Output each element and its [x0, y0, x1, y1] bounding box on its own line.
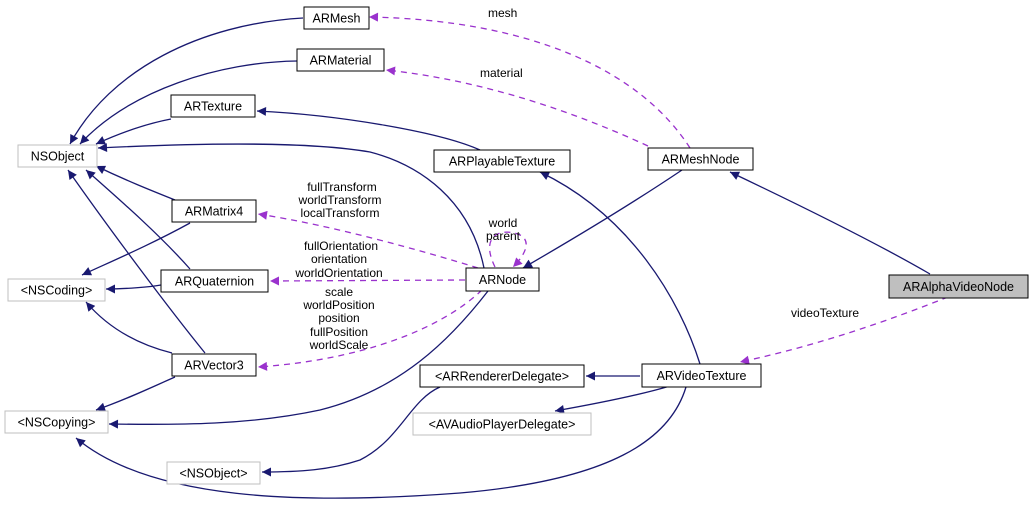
label-full-transform: fullTransform: [307, 180, 377, 194]
edge-arvideotexture-to-arplayabletexture: [539, 171, 701, 365]
node-armeshnode[interactable]: ARMeshNode: [647, 147, 754, 171]
usage-edges: [257, 12, 949, 371]
edge-arquaternion-to-nscoding: [105, 284, 162, 294]
edge-arnode-to-nsobject: [97, 143, 485, 269]
edge-arnode-orientation-arquaternion: [269, 276, 466, 286]
edge-arvideotexture-to-nscopying: [75, 386, 687, 499]
edge-arquaternion-to-nsobject: [85, 169, 191, 270]
edge-aralphavideonode-to-armeshnode: [729, 171, 931, 275]
label-world-transform: worldTransform: [298, 193, 382, 207]
inheritance-edges: [67, 17, 931, 499]
node-nscoding-label: <NSCoding>: [21, 284, 93, 298]
node-nscopying-label: <NSCopying>: [18, 416, 96, 430]
edge-armeshnode-material-armaterial: [385, 66, 649, 147]
node-arrendererdelegate-label: <ARRendererDelegate>: [435, 370, 569, 384]
edge-arnode-transform-armatrix4: [257, 210, 479, 269]
label-local-transform: localTransform: [301, 206, 380, 220]
edge-arplayabletexture-to-artexture: [256, 106, 481, 151]
node-arquaternion-label: ARQuaternion: [175, 275, 254, 289]
node-armaterial[interactable]: ARMaterial: [296, 48, 385, 72]
edge-armeshnode-to-arnode: [522, 169, 683, 269]
node-avaudioplayerdelegate[interactable]: <AVAudioPlayerDelegate>: [412, 412, 592, 436]
node-arvideotexture-label: ARVideoTexture: [657, 369, 747, 383]
node-arvector3-label: ARVector3: [184, 359, 244, 373]
edge-armatrix4-to-nsobject: [95, 165, 176, 201]
node-avaudioplayerdelegate-label: <AVAudioPlayerDelegate>: [429, 418, 576, 432]
edge-arvector3-to-nsobject: [67, 169, 206, 354]
node-nscopying[interactable]: <NSCopying>: [4, 410, 109, 434]
node-arvector3[interactable]: ARVector3: [171, 353, 257, 377]
label-parent: parent: [486, 229, 521, 243]
label-material: material: [480, 66, 523, 80]
label-full-orientation: fullOrientation: [304, 239, 378, 253]
edge-arvector3-to-nscoding: [85, 301, 173, 354]
edge-arrendererdelegate-to-nsobject-proto: [261, 386, 441, 477]
node-arnode-label: ARNode: [479, 273, 526, 287]
node-arplayabletexture-label: ARPlayableTexture: [449, 155, 555, 169]
edge-arnode-position-arvector3: [257, 289, 483, 371]
node-armesh-label: ARMesh: [313, 12, 361, 26]
edge-arvideotexture-to-avaudioplayerdelegate: [554, 385, 671, 414]
edge-aralphavideonode-videotexture-arvideotexture: [739, 296, 949, 365]
edge-armeshnode-mesh-armesh: [368, 12, 691, 149]
label-world-scale: worldScale: [309, 338, 369, 352]
edge-labels: mesh material fullTransform worldTransfo…: [294, 6, 859, 352]
node-arnode[interactable]: ARNode: [465, 267, 540, 292]
edge-arvector3-to-nscopying: [95, 376, 176, 412]
node-artexture-label: ARTexture: [184, 100, 242, 114]
node-nsobject[interactable]: NSObject: [17, 144, 98, 168]
label-scale: scale: [325, 285, 353, 299]
edge-artexture-to-nsobject: [95, 118, 172, 145]
edge-armesh-to-nsobject: [69, 17, 304, 145]
edge-arnode-to-nscopying: [108, 290, 489, 429]
node-nsobject-protocol-label: <NSObject>: [179, 467, 247, 481]
label-position: position: [318, 311, 359, 325]
node-armatrix4[interactable]: ARMatrix4: [171, 199, 257, 223]
node-aralphavideonode[interactable]: ARAlphaVideoNode: [888, 274, 1029, 299]
label-orientation: orientation: [311, 252, 367, 266]
node-arplayabletexture[interactable]: ARPlayableTexture: [433, 149, 571, 173]
label-world-orientation: worldOrientation: [294, 266, 382, 280]
node-artexture[interactable]: ARTexture: [170, 94, 256, 118]
label-world: world: [488, 216, 518, 230]
node-nsobject-protocol[interactable]: <NSObject>: [166, 461, 261, 485]
node-arrendererdelegate[interactable]: <ARRendererDelegate>: [419, 364, 585, 388]
node-aralphavideonode-label: ARAlphaVideoNode: [903, 280, 1014, 294]
node-arquaternion[interactable]: ARQuaternion: [160, 269, 269, 293]
node-armesh[interactable]: ARMesh: [303, 6, 370, 30]
node-nscoding[interactable]: <NSCoding>: [7, 278, 106, 302]
edge-arnode-self-world-parent: [488, 231, 527, 268]
edge-armaterial-to-nsobject: [79, 60, 298, 145]
node-nsobject-label: NSObject: [31, 150, 85, 164]
label-full-position: fullPosition: [310, 325, 368, 339]
node-armeshnode-label: ARMeshNode: [662, 153, 740, 167]
label-video-texture: videoTexture: [791, 306, 859, 320]
node-arvideotexture[interactable]: ARVideoTexture: [641, 363, 762, 388]
label-mesh: mesh: [488, 6, 517, 20]
node-armatrix4-label: ARMatrix4: [185, 205, 243, 219]
node-armaterial-label: ARMaterial: [310, 54, 372, 68]
edge-armatrix4-to-nscoding: [81, 222, 191, 276]
label-world-position: worldPosition: [302, 298, 374, 312]
